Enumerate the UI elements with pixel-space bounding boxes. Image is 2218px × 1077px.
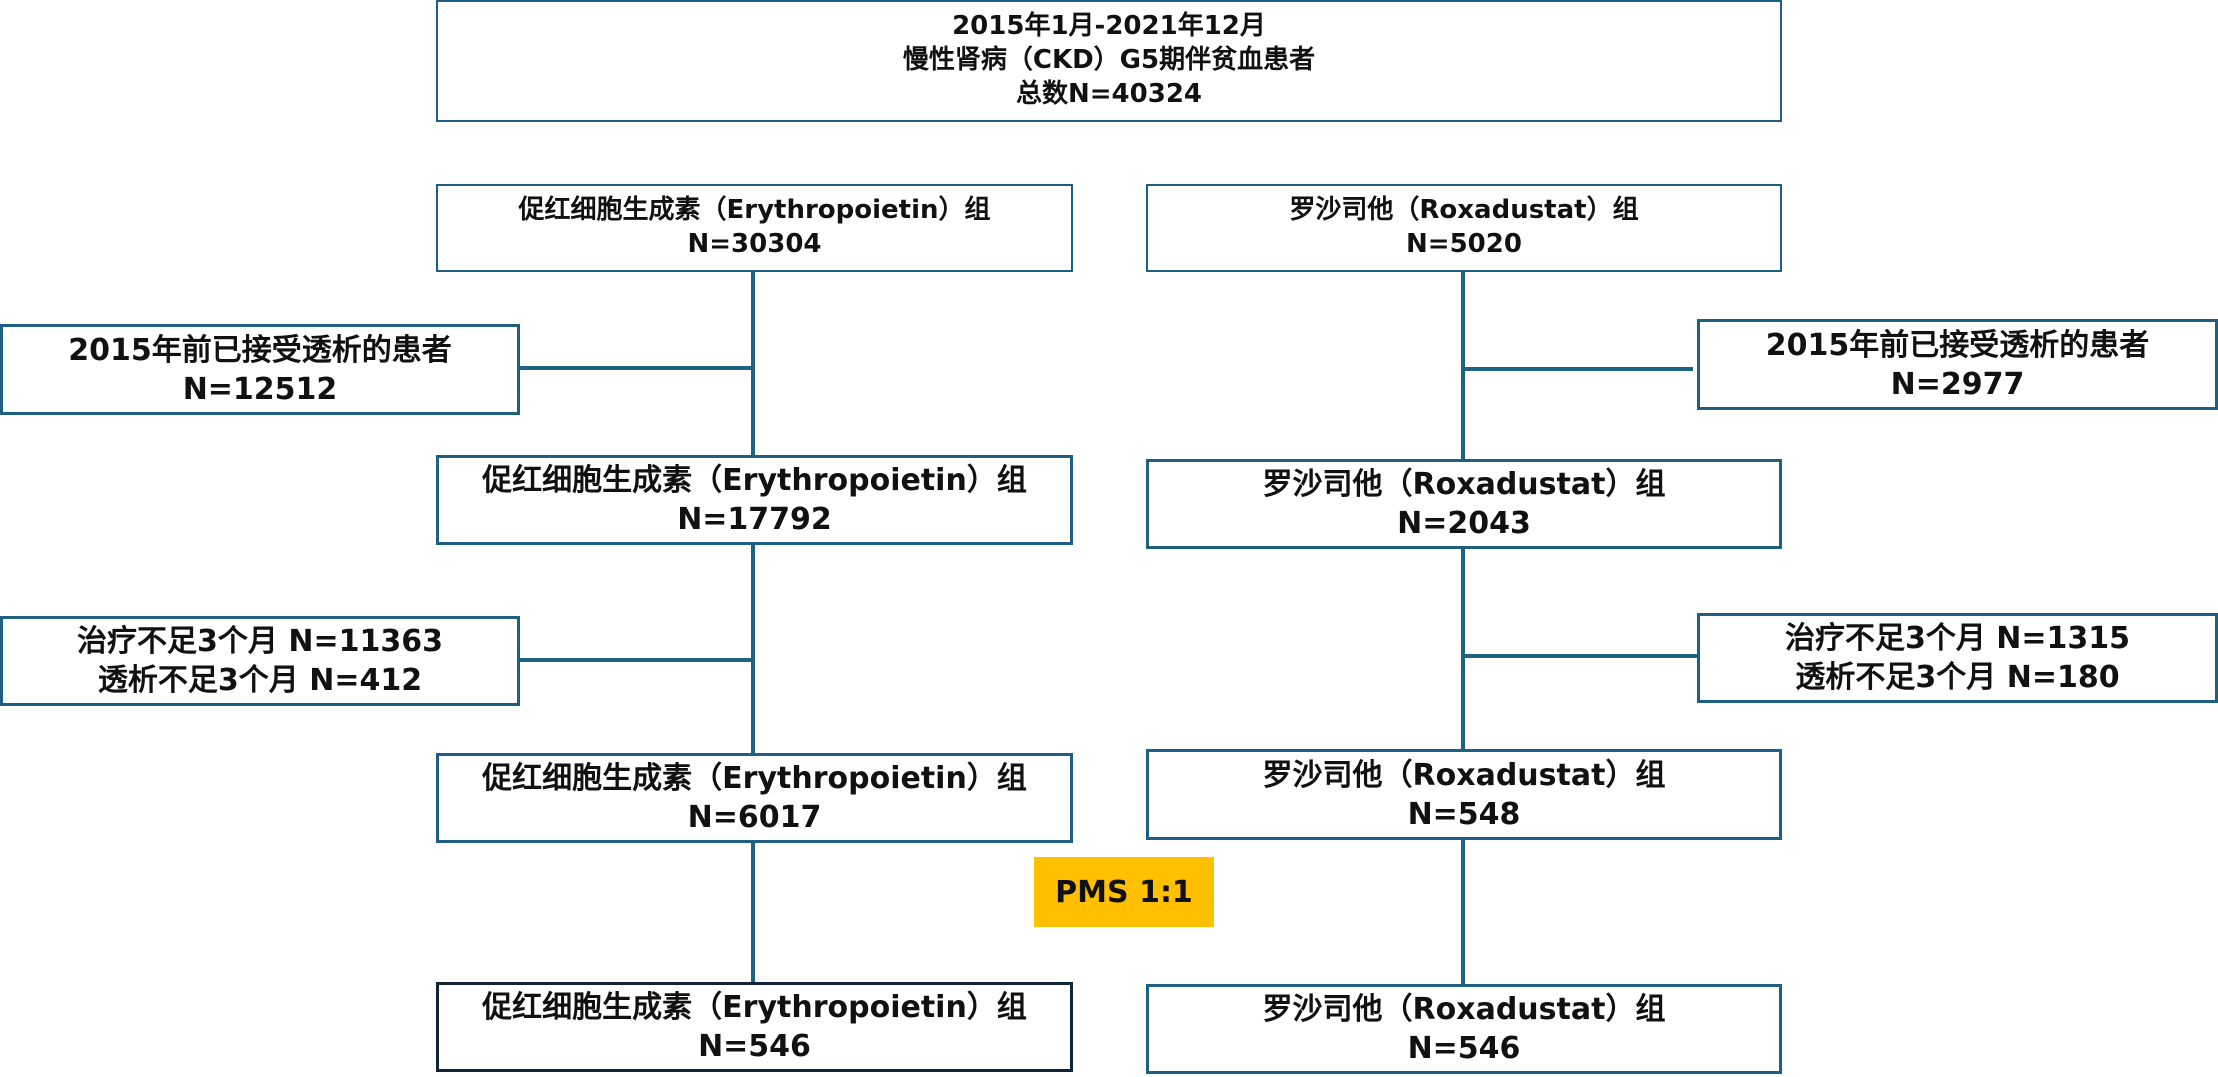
epo-group-matched-box: 促红细胞生成素（Erythropoietin）组 N=546 (436, 982, 1073, 1072)
rox-group-initial-name: 罗沙司他（Roxadustat）组 (1289, 195, 1639, 226)
rox-group-matched-box: 罗沙司他（Roxadustat）组 N=546 (1146, 984, 1782, 1074)
rox-group-initial-box: 罗沙司他（Roxadustat）组 N=5020 (1146, 184, 1782, 272)
rox-exclude-dialysis-label: 透析不足3个月 N=180 (1795, 660, 2120, 695)
epo-exclude-prior-dialysis-box: 2015年前已接受透析的患者 N=12512 (0, 324, 520, 415)
total-patients-box: 2015年1月-2021年12月 慢性肾病（CKD）G5期伴贫血患者 总数N=4… (436, 0, 1782, 122)
rox-connector-line (1461, 270, 1465, 985)
rox-group-eligible-box: 罗沙司他（Roxadustat）组 N=548 (1146, 749, 1782, 840)
rox-exclude1-branch (1463, 367, 1693, 371)
rox-group-matched-count: N=546 (1407, 1031, 1521, 1066)
epo-group-eligible-name: 促红细胞生成素（Erythropoietin）组 (482, 761, 1027, 796)
rox-group-after-exclusion-box: 罗沙司他（Roxadustat）组 N=2043 (1146, 459, 1782, 549)
rox-group-after-exclusion-name: 罗沙司他（Roxadustat）组 (1262, 467, 1666, 502)
rox-exclude-prior-dialysis-box: 2015年前已接受透析的患者 N=2977 (1697, 319, 2218, 410)
epo-group-matched-name: 促红细胞生成素（Erythropoietin）组 (482, 990, 1027, 1025)
matching-badge: PMS 1:1 (1034, 857, 1214, 927)
epo-exclude1-branch (518, 366, 753, 370)
rox-group-eligible-count: N=548 (1407, 796, 1521, 832)
period-label: 2015年1月-2021年12月 (952, 11, 1266, 42)
rox-exclude-prior-dialysis-count: N=2977 (1890, 366, 2025, 402)
epo-connector-line (751, 270, 755, 982)
epo-exclude-prior-dialysis-label: 2015年前已接受透析的患者 (68, 332, 452, 368)
rox-group-after-exclusion-count: N=2043 (1397, 506, 1531, 541)
rox-group-matched-name: 罗沙司他（Roxadustat）组 (1262, 992, 1666, 1027)
epo-group-eligible-box: 促红细胞生成素（Erythropoietin）组 N=6017 (436, 753, 1073, 843)
rox-exclude-treatment-label: 治疗不足3个月 N=1315 (1784, 621, 2131, 656)
rox-exclude2-branch (1463, 654, 1700, 658)
epo-exclude-prior-dialysis-count: N=12512 (182, 371, 338, 407)
epo-group-matched-count: N=546 (698, 1029, 811, 1064)
epo-group-after-exclusion-name: 促红细胞生成素（Erythropoietin）组 (482, 463, 1027, 498)
epo-group-eligible-count: N=6017 (687, 800, 822, 835)
epo-exclude-dialysis-label: 透析不足3个月 N=412 (97, 663, 423, 698)
rox-exclude-short-duration-box: 治疗不足3个月 N=1315 透析不足3个月 N=180 (1697, 613, 2218, 703)
epo-exclude-short-duration-box: 治疗不足3个月 N=11363 透析不足3个月 N=412 (0, 616, 520, 706)
epo-exclude2-branch (518, 658, 753, 662)
epo-group-initial-name: 促红细胞生成素（Erythropoietin）组 (518, 195, 991, 226)
total-count: 总数N=40324 (1016, 78, 1202, 109)
epo-group-initial-count: N=30304 (687, 229, 822, 259)
rox-group-eligible-name: 罗沙司他（Roxadustat）组 (1262, 757, 1666, 793)
epo-group-initial-box: 促红细胞生成素（Erythropoietin）组 N=30304 (436, 184, 1073, 272)
rox-group-initial-count: N=5020 (1406, 229, 1522, 259)
population-label: 慢性肾病（CKD）G5期伴贫血患者 (902, 45, 1316, 76)
epo-group-after-exclusion-box: 促红细胞生成素（Erythropoietin）组 N=17792 (436, 455, 1073, 545)
rox-exclude-prior-dialysis-label: 2015年前已接受透析的患者 (1765, 327, 2150, 363)
epo-exclude-treatment-label: 治疗不足3个月 N=11363 (77, 624, 443, 659)
epo-group-after-exclusion-count: N=17792 (677, 502, 832, 537)
